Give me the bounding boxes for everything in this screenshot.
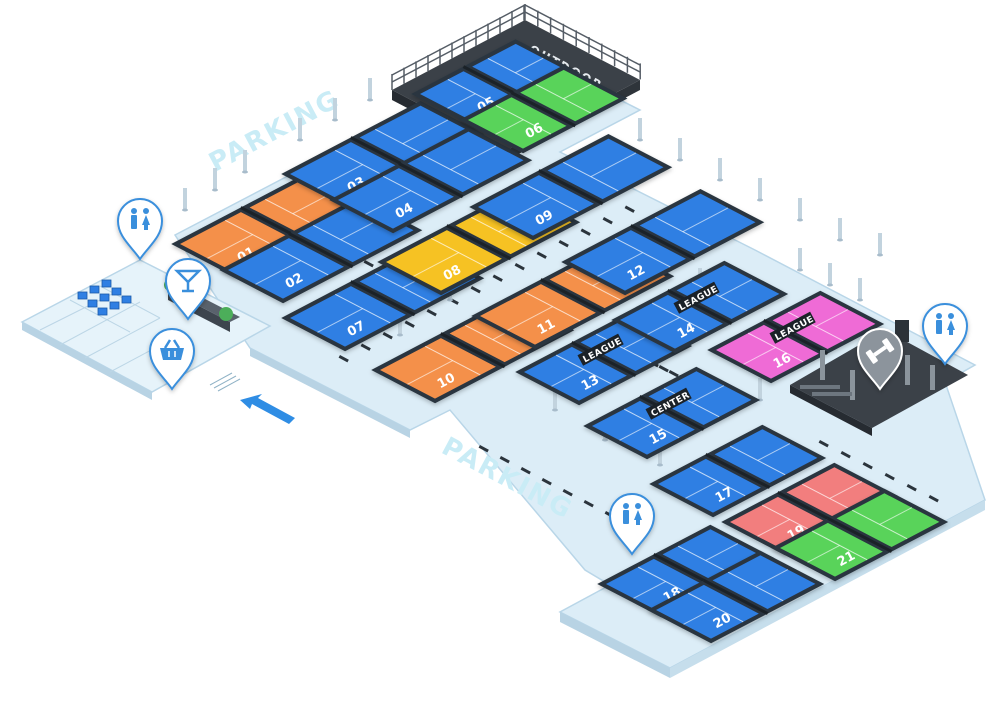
column xyxy=(837,218,843,242)
court-06[interactable]: 06 xyxy=(459,65,628,154)
column xyxy=(297,118,303,142)
restroom-pin-entrance[interactable] xyxy=(116,198,164,261)
court-21[interactable]: 21 xyxy=(771,488,949,582)
column xyxy=(877,233,883,257)
restroom-icon xyxy=(623,503,642,525)
restroom-pin-south[interactable] xyxy=(608,493,656,556)
column xyxy=(552,388,558,412)
court-number: 12 xyxy=(625,262,648,284)
court-number: 11 xyxy=(535,316,558,338)
column xyxy=(757,178,763,202)
column xyxy=(397,313,403,337)
column xyxy=(657,443,663,467)
entrance-arrow xyxy=(240,394,295,424)
court-number: 02 xyxy=(283,270,306,292)
column xyxy=(182,188,188,212)
court-number: 16 xyxy=(771,350,794,372)
court-17[interactable]: 17 xyxy=(649,424,827,518)
column xyxy=(332,98,338,122)
cocktail-icon xyxy=(173,269,203,293)
court-number: 09 xyxy=(533,207,556,229)
court-number: 17 xyxy=(713,484,736,506)
court-12[interactable]: 12 xyxy=(561,189,765,296)
dumbbell-icon xyxy=(865,338,895,364)
court-number: 15 xyxy=(647,426,670,448)
gym-pin[interactable] xyxy=(856,328,904,391)
restroom-pin-gym[interactable] xyxy=(921,303,969,366)
column xyxy=(797,248,803,272)
court-number: 06 xyxy=(523,120,546,142)
bar-pin[interactable] xyxy=(164,258,212,321)
court-number: 10 xyxy=(435,370,458,392)
column xyxy=(367,78,373,102)
court-04[interactable]: 04 xyxy=(329,127,533,234)
court-number: 13 xyxy=(579,372,602,394)
court-number: 07 xyxy=(345,318,368,340)
court-number: 20 xyxy=(711,610,734,632)
column xyxy=(212,168,218,192)
courts: 01020304050607080910111213LEAGUE14LEAGUE… xyxy=(171,39,949,644)
outdoor-fence xyxy=(391,4,641,90)
column xyxy=(637,118,643,142)
court-number: 04 xyxy=(393,200,416,222)
court-number: 14 xyxy=(675,320,698,342)
basket-icon xyxy=(160,339,184,360)
gym-equipment xyxy=(800,320,935,400)
restroom-icon xyxy=(936,313,955,335)
court-02[interactable]: 02 xyxy=(219,197,423,304)
lounge-seating xyxy=(77,279,132,316)
court-09[interactable]: 09 xyxy=(469,134,673,241)
column xyxy=(242,150,248,174)
column xyxy=(717,158,723,182)
shop-pin[interactable] xyxy=(148,328,196,391)
column xyxy=(857,278,863,302)
column xyxy=(827,263,833,287)
court-number: 08 xyxy=(441,262,464,284)
column xyxy=(677,138,683,162)
restroom-icon xyxy=(131,208,150,230)
court-20[interactable]: 20 xyxy=(647,550,825,644)
entrance-stairs xyxy=(209,372,241,392)
court-number: 21 xyxy=(835,548,858,570)
column xyxy=(797,198,803,222)
